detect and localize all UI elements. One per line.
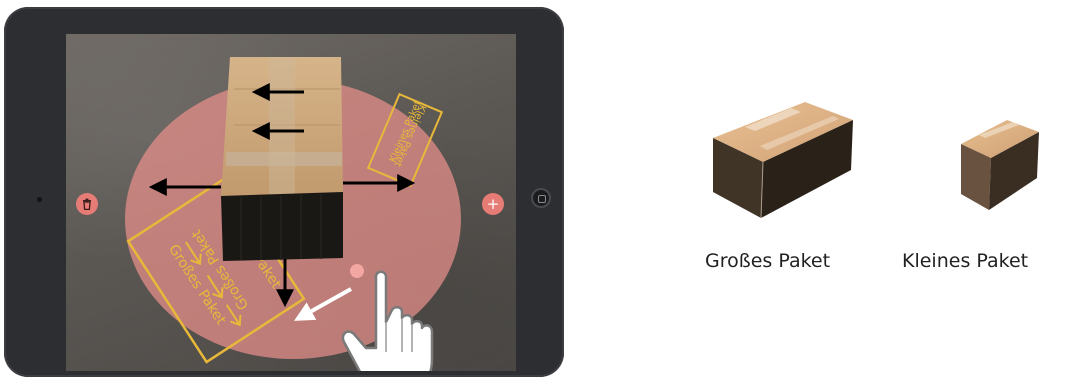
small-package-thumbnail[interactable] xyxy=(957,116,1043,216)
add-button-label: + xyxy=(487,197,500,212)
delete-button[interactable] xyxy=(76,193,98,215)
catalog-label-large: Großes Paket xyxy=(705,250,830,272)
front-camera xyxy=(37,197,42,202)
catalog-label-small: Kleines Paket xyxy=(902,250,1028,272)
add-button[interactable]: + xyxy=(482,193,504,215)
large-package-thumbnail[interactable] xyxy=(705,98,857,226)
cardboard-box[interactable] xyxy=(221,57,343,261)
ar-camera-view[interactable]: Kleines Paket Kleines Paket Großes Paket… xyxy=(66,34,516,371)
home-button[interactable] xyxy=(531,188,551,208)
trash-icon xyxy=(82,198,92,210)
tablet-frame: Kleines Paket Kleines Paket Großes Paket… xyxy=(4,7,564,377)
